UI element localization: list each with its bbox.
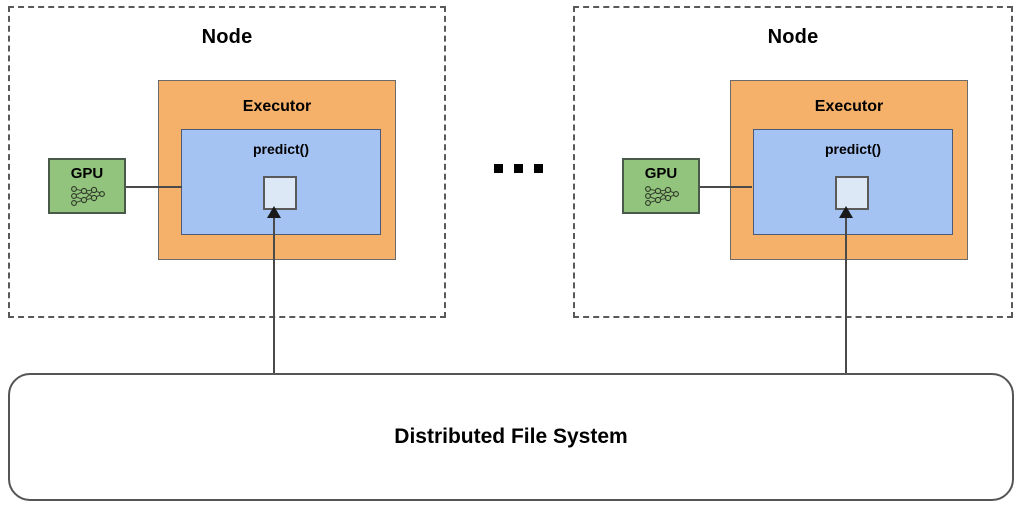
- executor-title-1: Executor: [242, 98, 312, 115]
- task-square-2[interactable]: [835, 176, 869, 210]
- executor-title-2: Executor: [814, 98, 884, 115]
- neural-network-icon-1: [50, 184, 124, 208]
- gpu-label-1: GPU: [70, 165, 104, 182]
- dfs-to-predict-arrow-shaft-1: [273, 218, 275, 375]
- node-container-1[interactable]: Node Executor predict() GPU: [8, 6, 446, 318]
- ellipsis-indicator: [494, 164, 543, 173]
- predict-label-2: predict(): [825, 141, 881, 157]
- neural-network-icon-2: [624, 184, 698, 208]
- gpu-to-executor-link-2: [700, 186, 752, 188]
- distributed-file-system-container[interactable]: Distributed File System: [8, 373, 1014, 501]
- predict-label-1: predict(): [253, 141, 309, 157]
- node-container-2[interactable]: Node Executor predict() GPU: [573, 6, 1013, 318]
- executor-container-1[interactable]: Executor predict(): [158, 80, 396, 260]
- predict-container-2[interactable]: predict(): [753, 129, 953, 235]
- gpu-container-2[interactable]: GPU: [622, 158, 700, 214]
- distributed-file-system-label: Distributed File System: [394, 425, 628, 448]
- node-title-2: Node: [767, 26, 819, 48]
- dfs-to-predict-arrow-shaft-2: [845, 218, 847, 375]
- task-square-1[interactable]: [263, 176, 297, 210]
- predict-container-1[interactable]: predict(): [181, 129, 381, 235]
- node-title-1: Node: [201, 26, 253, 48]
- gpu-container-1[interactable]: GPU: [48, 158, 126, 214]
- gpu-label-2: GPU: [644, 165, 678, 182]
- dfs-to-predict-arrow-head-1: [267, 206, 281, 218]
- executor-container-2[interactable]: Executor predict(): [730, 80, 968, 260]
- gpu-to-executor-link-1: [126, 186, 182, 188]
- dfs-to-predict-arrow-head-2: [839, 206, 853, 218]
